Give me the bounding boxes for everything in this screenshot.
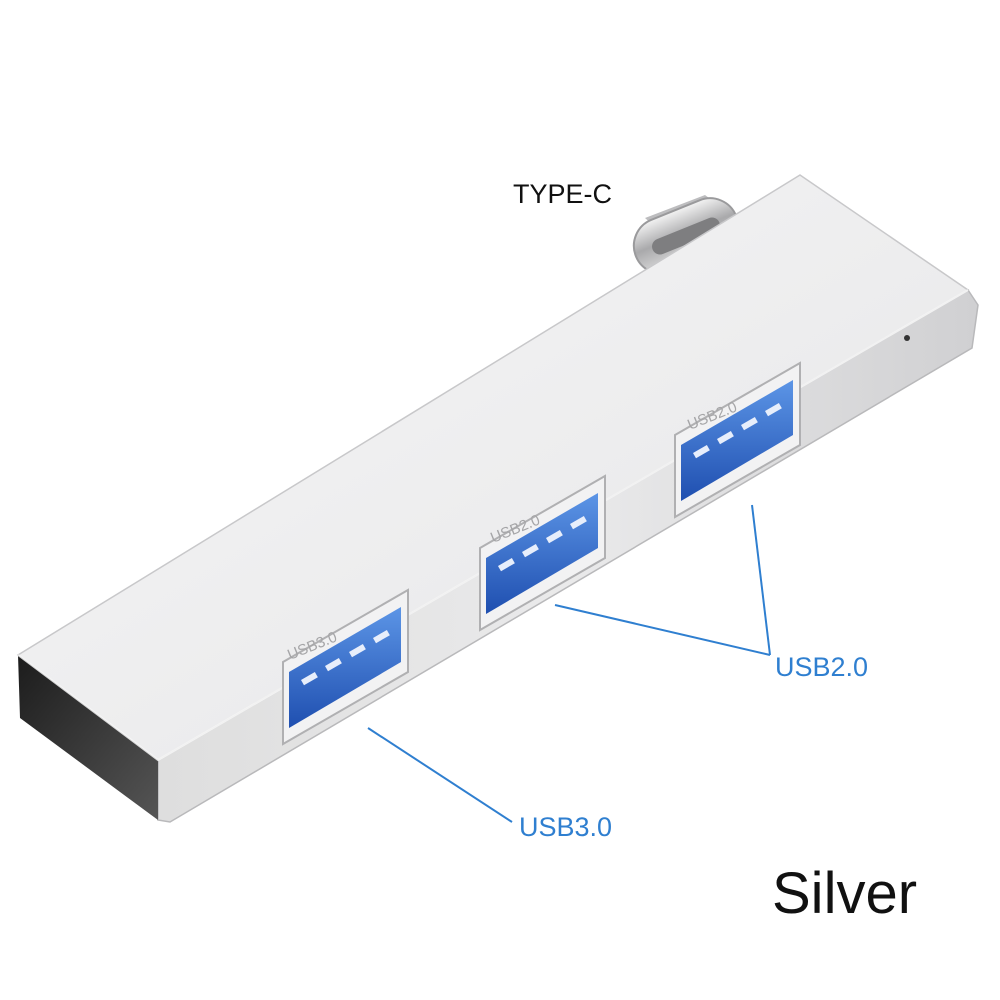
port-contact-pin xyxy=(324,658,342,672)
port-contact-pin xyxy=(546,530,563,544)
color-name-label: Silver xyxy=(772,861,918,926)
port-contact-pin xyxy=(372,630,390,644)
usb2-callout-line-2 xyxy=(751,504,771,656)
port-contact-pin xyxy=(765,403,782,417)
port-contact-pin xyxy=(348,644,366,658)
port-contact-pin xyxy=(693,445,710,459)
port-contact-pin xyxy=(570,516,587,530)
port-contact-pin xyxy=(498,558,515,572)
usb2-port-left: USB2.0 xyxy=(479,474,606,632)
usb2-callout-label: USB2.0 xyxy=(775,652,869,682)
usb3-port: USB3.0 xyxy=(282,588,409,746)
port-blue-insert xyxy=(681,380,793,501)
hub-body xyxy=(16,174,979,823)
port-contact-pin xyxy=(741,417,758,431)
port-contact-pin xyxy=(717,431,734,445)
callout-lines xyxy=(367,504,771,823)
usb2-callout-line xyxy=(554,604,771,656)
led-indicator xyxy=(904,335,910,341)
usb2-port-right: USB2.0 xyxy=(674,361,801,519)
port-contact-pin xyxy=(522,544,539,558)
usb3-callout-line xyxy=(367,727,513,823)
port-blue-insert xyxy=(289,607,401,728)
hub-end-face xyxy=(18,655,158,820)
port-blue-insert xyxy=(486,493,598,614)
port-contact-pin xyxy=(300,672,318,686)
usb3-callout-label: USB3.0 xyxy=(519,812,613,842)
type-c-label: TYPE-C xyxy=(513,179,613,209)
